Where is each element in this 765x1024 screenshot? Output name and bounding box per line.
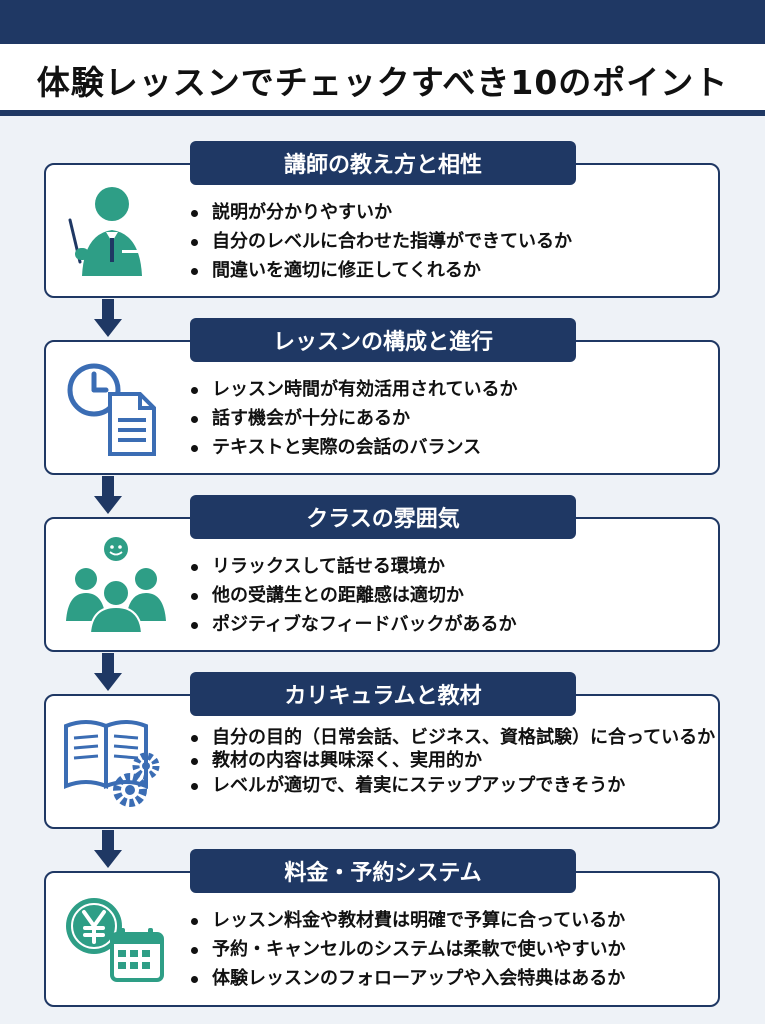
list-item: テキストと実際の会話のバランス [188,437,718,459]
group-people-icon [60,535,172,635]
top-banner [0,0,765,44]
list-item: 説明が分かりやすいか [188,202,718,224]
section-label-teaching: 講師の教え方と相性 [190,141,576,185]
section-card-atmosphere [44,517,720,652]
list-item: レッスン料金や教材費は明確で予算に合っているか [188,910,718,932]
list-item: 教材の内容は興味深く、実用的か [188,750,718,772]
list-item: 予約・キャンセルのシステムは柔軟で使いやすいか [188,939,718,961]
section-card-structure [44,340,720,475]
section-card-teaching [44,163,720,298]
title-rule [0,110,765,116]
list-item: レッスン時間が有効活用されているか [188,379,718,401]
list-item: 体験レッスンのフォローアップや入会特典はあるか [188,968,718,990]
section-bullets-pricing: レッスン料金や教材費は明確で予算に合っているか 予約・キャンセルのシステムは柔軟… [188,910,718,997]
list-item: リラックスして話せる環境か [188,556,718,578]
yen-calendar-icon [60,890,172,990]
list-item: 間違いを適切に修正してくれるか [188,260,718,282]
book-gears-icon [60,712,172,812]
title-area [0,44,765,110]
down-arrow-icon [94,830,122,870]
list-item: 自分のレベルに合わせた指導ができているか [188,231,718,253]
section-bullets-curriculum: 自分の目的（日常会話、ビジネス、資格試験）に合っているか 教材の内容は興味深く、… [188,727,718,804]
down-arrow-icon [94,299,122,339]
section-label-curriculum: カリキュラムと教材 [190,672,576,716]
list-item: ポジティブなフィードバックがあるか [188,614,718,636]
section-bullets-atmosphere: リラックスして話せる環境か 他の受講生との距離感は適切か ポジティブなフィードバ… [188,556,718,643]
section-label-pricing: 料金・予約システム [190,849,576,893]
section-label-structure: レッスンの構成と進行 [190,318,576,362]
down-arrow-icon [94,653,122,693]
list-item: 他の受講生との距離感は適切か [188,585,718,607]
teacher-icon [60,180,172,280]
clock-document-icon [60,358,172,458]
page-title: 体験レッスンでチェックすべき10のポイント [36,63,729,102]
section-bullets-structure: レッスン時間が有効活用されているか 話す機会が十分にあるか テキストと実際の会話… [188,379,718,466]
list-item: レベルが適切で、着実にステップアップできそうか [188,775,718,797]
section-label-atmosphere: クラスの雰囲気 [190,495,576,539]
down-arrow-icon [94,476,122,516]
section-bullets-teaching: 説明が分かりやすいか 自分のレベルに合わせた指導ができているか 間違いを適切に修… [188,202,718,289]
list-item: 自分の目的（日常会話、ビジネス、資格試験）に合っているか [188,727,718,748]
list-item: 話す機会が十分にあるか [188,408,718,430]
